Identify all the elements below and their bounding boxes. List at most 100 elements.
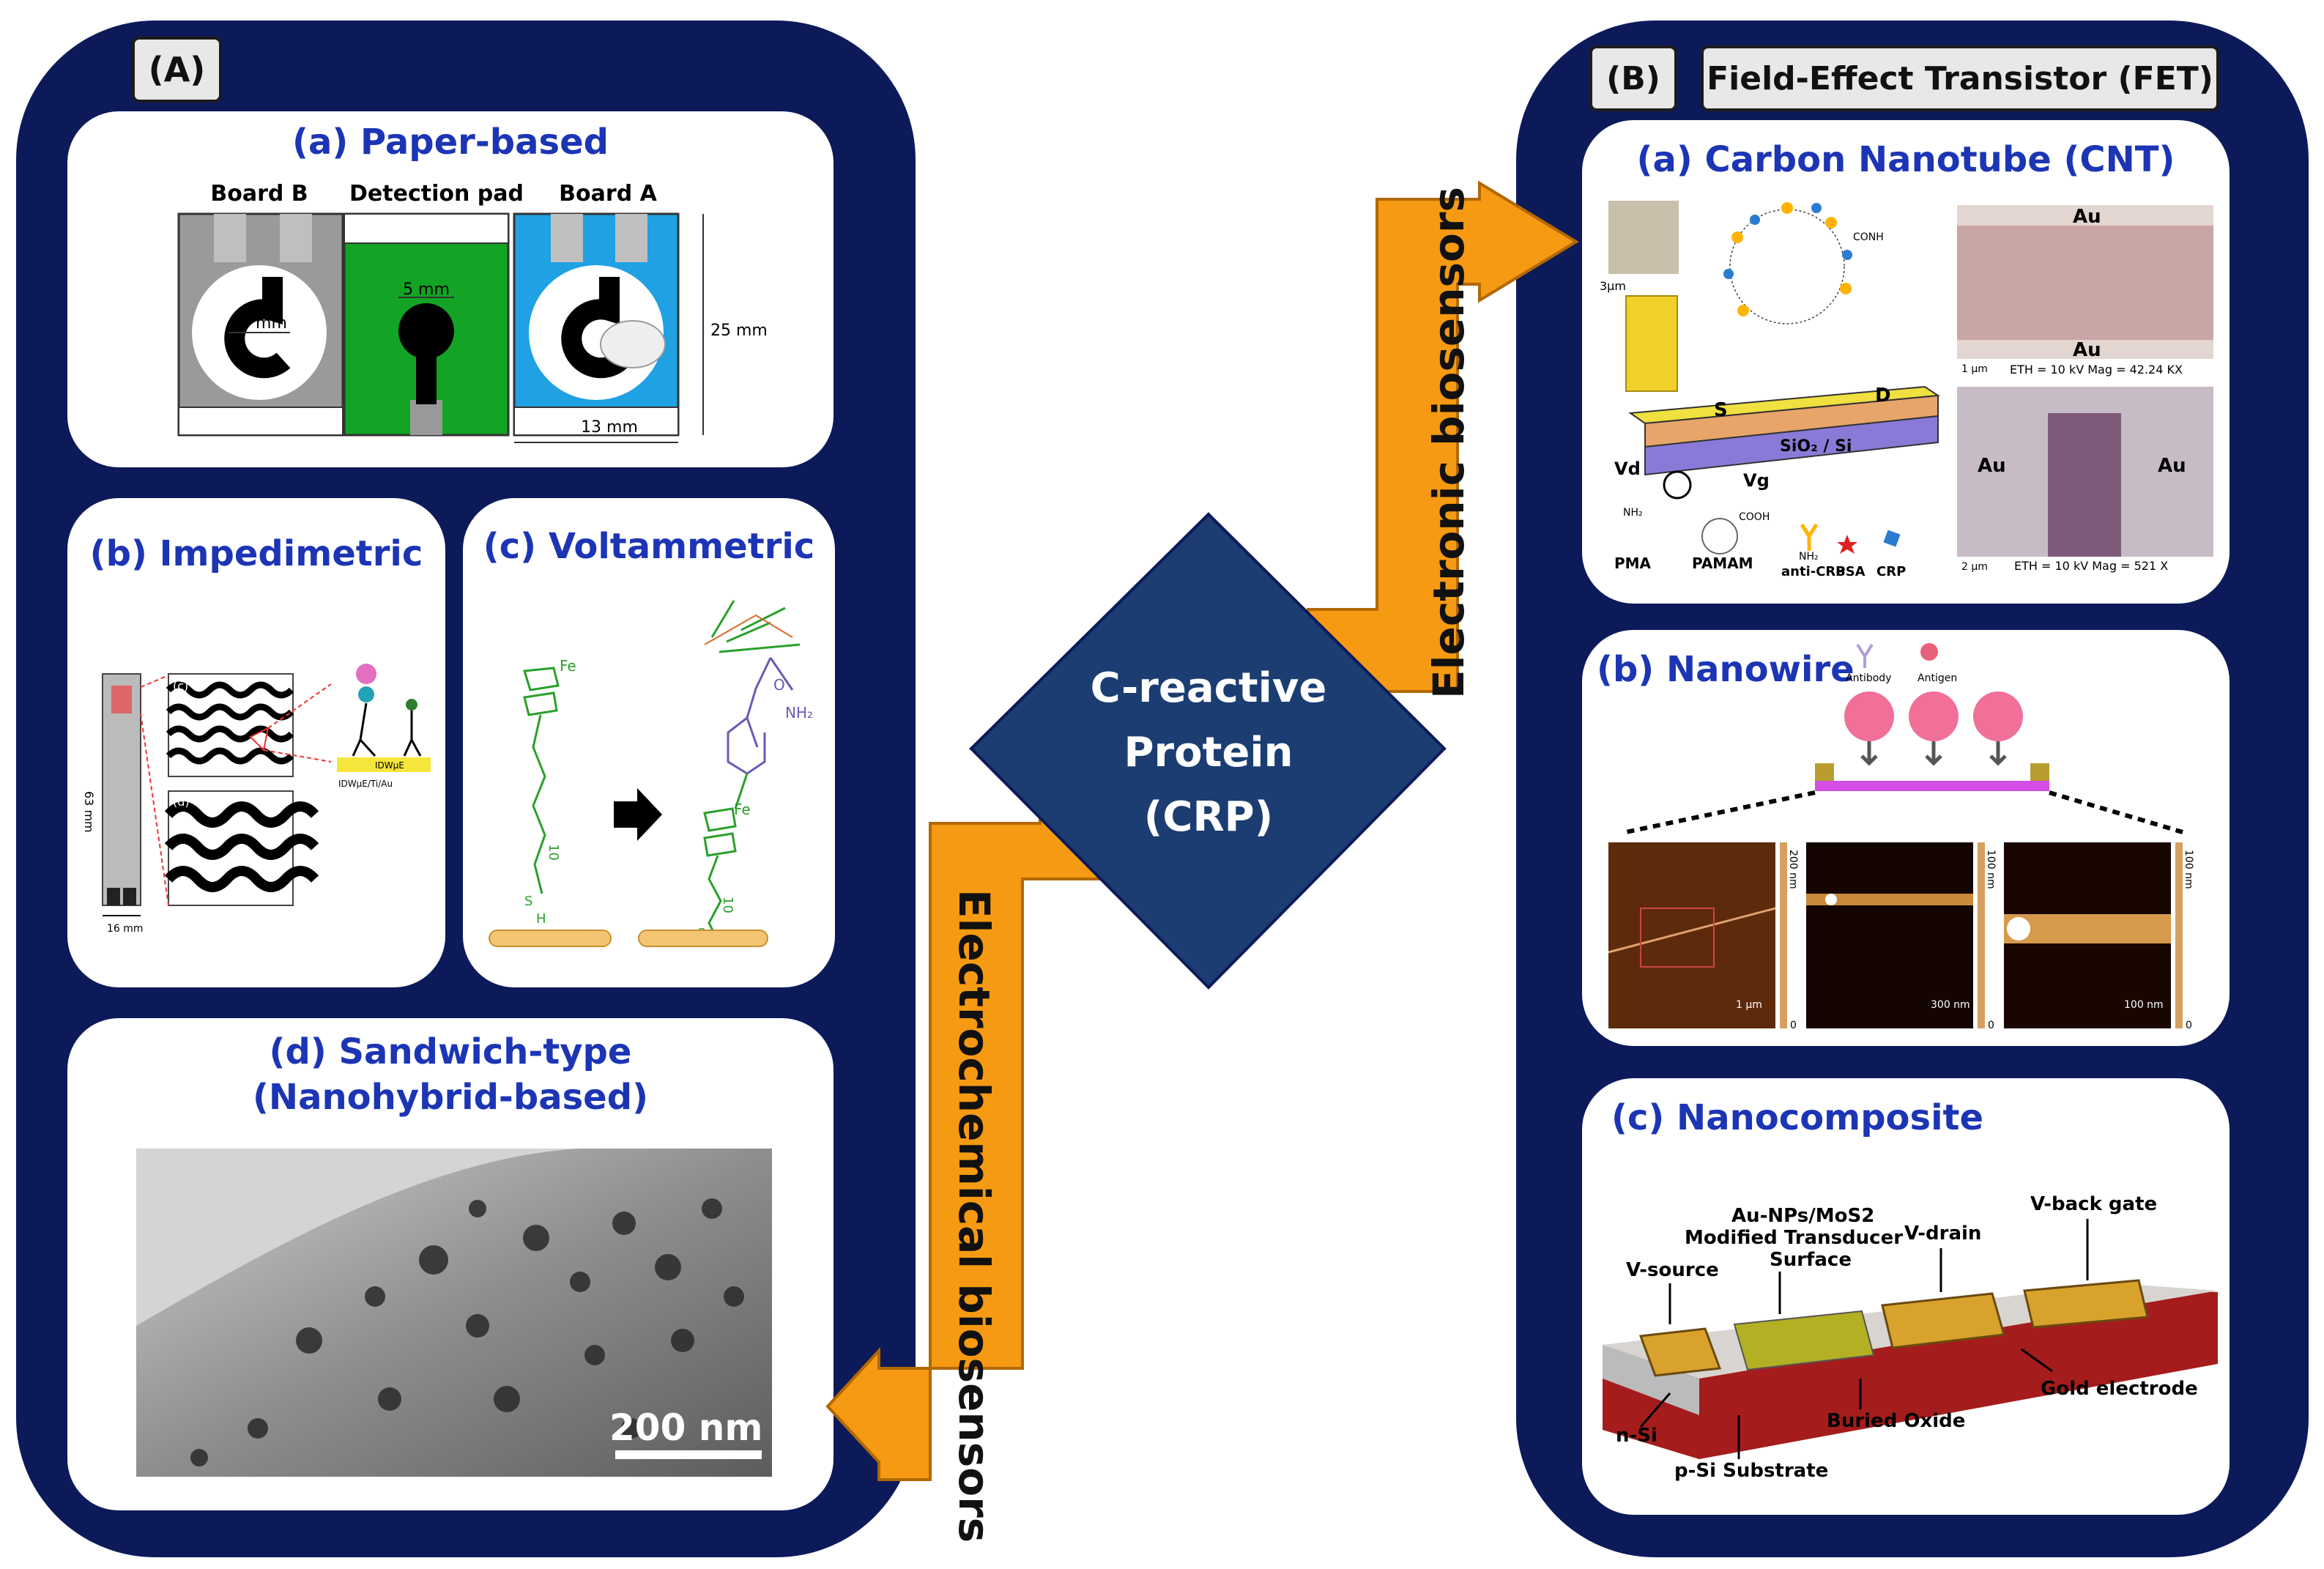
voltammetric-title: (c) Voltammetric [483, 526, 815, 567]
afm1-scale: 1 μm [1736, 999, 1762, 1011]
nanocomposite-title: (c) Nanocomposite [1611, 1097, 1984, 1138]
electronic-arrow-label: Electronic biosensors [1424, 186, 1474, 699]
antigen-label: Antigen [1918, 672, 1957, 684]
afm1-min: 0 [1790, 1020, 1797, 1031]
bsa-label: BSA [1835, 564, 1865, 579]
panel-a-tag: (A) [132, 37, 222, 103]
crp-center-label: C-reactive Protein (CRP) [1062, 656, 1355, 850]
dim-25mm: 25 mm [710, 322, 768, 340]
v-source-label: V-source [1626, 1259, 1719, 1281]
nanowire-card: (b) Nanowire Antibody Antigen 200 nm 0 1… [1582, 630, 2230, 1046]
sandwich-title-2: (Nanohybrid-based) [252, 1077, 649, 1118]
v-drain-label: V-drain [1904, 1223, 1981, 1245]
nanocomposite-card: (c) Nanocomposite Au-NPs/MoS2 Modified T… [1582, 1078, 2230, 1515]
sem2-scale: 2 μm [1961, 561, 1988, 573]
crp-line-3: (CRP) [1143, 793, 1274, 841]
board-a-label: Board A [559, 181, 657, 207]
sem1-info: ETH = 10 kV Mag = 42.24 KX [2010, 363, 2183, 377]
v-back-gate-label: V-back gate [2030, 1193, 2157, 1215]
nh2b-label: NH₂ [1799, 551, 1819, 563]
vd-label: Vd [1614, 459, 1641, 479]
cnt-figure: 3μm CONH S D SiO₂ / Si Vd Vg NH₂ PMA COO… [1600, 201, 2213, 579]
paper-board-figure: Board B Detection pad Board A 7 mm 5 mm … [177, 181, 768, 443]
sandwich-card: (d) Sandwich-type (Nanohybrid-based) 200… [67, 1018, 834, 1510]
electrochemical-arrow-label: Electrochemical biosensors [949, 889, 999, 1543]
electrode-right [638, 930, 768, 947]
crp-diamond [969, 512, 1447, 990]
dim-13mm: 13 mm [581, 418, 638, 437]
cooh-label: COOH [1739, 511, 1770, 523]
board-b-label: Board B [210, 181, 308, 207]
tem-image: 200 nm [136, 1149, 772, 1477]
idew-label: IDWµE [375, 760, 404, 771]
impedimetric-title: (b) Impedimetric [89, 533, 423, 574]
sem2-au-left: Au [1978, 455, 2006, 477]
au-nps-label-2: Modified Transducer [1685, 1227, 1903, 1249]
s-label: S [524, 894, 532, 909]
nanowire-title: (b) Nanowire [1597, 649, 1855, 690]
impedimetric-figure: 63 mm 16 mm (c) (d) IDWµE IDWµE/Ti/Au [82, 664, 431, 935]
carbonyl-label: O [773, 676, 785, 694]
sem2-au-right: Au [2158, 455, 2186, 477]
sem1-au-top: Au [2073, 206, 2101, 228]
afm-image-2 [1806, 842, 1973, 1028]
chain-subscript-2: 10 [720, 897, 735, 913]
cnt-3um: 3μm [1600, 279, 1626, 293]
dim-5mm: 5 mm [403, 281, 450, 299]
afm2-max: 100 nm [1985, 850, 1997, 889]
crp-line-2: Protein [1124, 729, 1293, 776]
au-nps-label-3: Surface [1770, 1249, 1852, 1271]
pma-label: PMA [1614, 554, 1652, 572]
vg-label: Vg [1743, 470, 1770, 491]
p-si-label: p-Si Substrate [1674, 1460, 1828, 1482]
impedimetric-card: (b) Impedimetric 63 mm 16 mm (c) (d) [67, 498, 445, 987]
sem1-au-bottom: Au [2073, 339, 2101, 361]
afm3-max: 100 nm [2183, 850, 2194, 889]
cnt-title: (a) Carbon Nanotube (CNT) [1636, 139, 2175, 180]
dim-63mm: 63 mm [82, 791, 96, 833]
electrode-left [489, 930, 612, 947]
cnt-card: (a) Carbon Nanotube (CNT) 3μm CONH S D S… [1582, 120, 2230, 604]
sem2-info: ETH = 10 kV Mag = 521 X [2014, 559, 2168, 573]
nh2-label: NH₂ [1623, 507, 1643, 519]
buried-oxide-label: Buried Oxide [1827, 1410, 1965, 1432]
paper-based-card: (a) Paper-based Board B Detection pad Bo… [67, 111, 834, 467]
afm2-min: 0 [1988, 1020, 1994, 1031]
idew-stack-label: IDWµE/Ti/Au [338, 779, 393, 789]
antibody-label: Antibody [1846, 672, 1891, 684]
paper-based-title: (a) Paper-based [292, 122, 609, 163]
dim-7mm: 7 mm [240, 314, 287, 333]
drain-label: D [1875, 385, 1891, 407]
dim-16mm: 16 mm [107, 923, 144, 935]
tem-scale-label: 200 nm [609, 1406, 762, 1449]
n-si-label: n-Si [1616, 1425, 1657, 1447]
crp-label: CRP [1876, 564, 1906, 579]
fet-label: Field-Effect Transistor (FET) [1701, 45, 2219, 111]
chain-subscript: 10 [546, 844, 561, 861]
pamam-label: PAMAM [1692, 554, 1753, 572]
oxide-label: SiO₂ / Si [1780, 437, 1852, 456]
conh-label: CONH [1853, 231, 1884, 243]
voltammetric-card: (c) Voltammetric Fe 10 S H O NH₂ [463, 498, 835, 987]
panel-b-tag: (B) [1589, 45, 1677, 111]
electrochemical-arrow-body [825, 817, 1115, 1481]
afm-image-1 [1608, 842, 1775, 1028]
panel-c-mark: (c) [173, 679, 188, 693]
amine-label: NH₂ [785, 704, 813, 722]
fe-label: Fe [560, 657, 576, 675]
afm1-max: 200 nm [1787, 850, 1799, 889]
anti-crp-label: anti-CRP [1781, 564, 1845, 579]
crp-line-1: C-reactive [1090, 664, 1327, 712]
sem1-scale: 1 μm [1961, 363, 1988, 375]
electronic-arrow-body [1307, 180, 1579, 693]
nanowire-figure: Antibody Antigen 200 nm 0 1 μm 300 nm 10… [1608, 643, 2194, 1031]
sandwich-title-1: (d) Sandwich-type [269, 1031, 632, 1072]
afm3-min: 0 [2186, 1020, 2192, 1031]
nanocomposite-figure: Au-NPs/MoS2 Modified Transducer Surface … [1603, 1193, 2218, 1482]
reaction-arrow [614, 788, 662, 841]
voltammetric-figure: Fe 10 S H O NH₂ Fe 10 S [489, 600, 813, 947]
gold-electrode-label: Gold electrode [2041, 1378, 2198, 1400]
fe2-label: Fe [734, 801, 751, 818]
afm3-scale: 100 nm [2124, 999, 2164, 1011]
h-label: H [536, 911, 546, 927]
